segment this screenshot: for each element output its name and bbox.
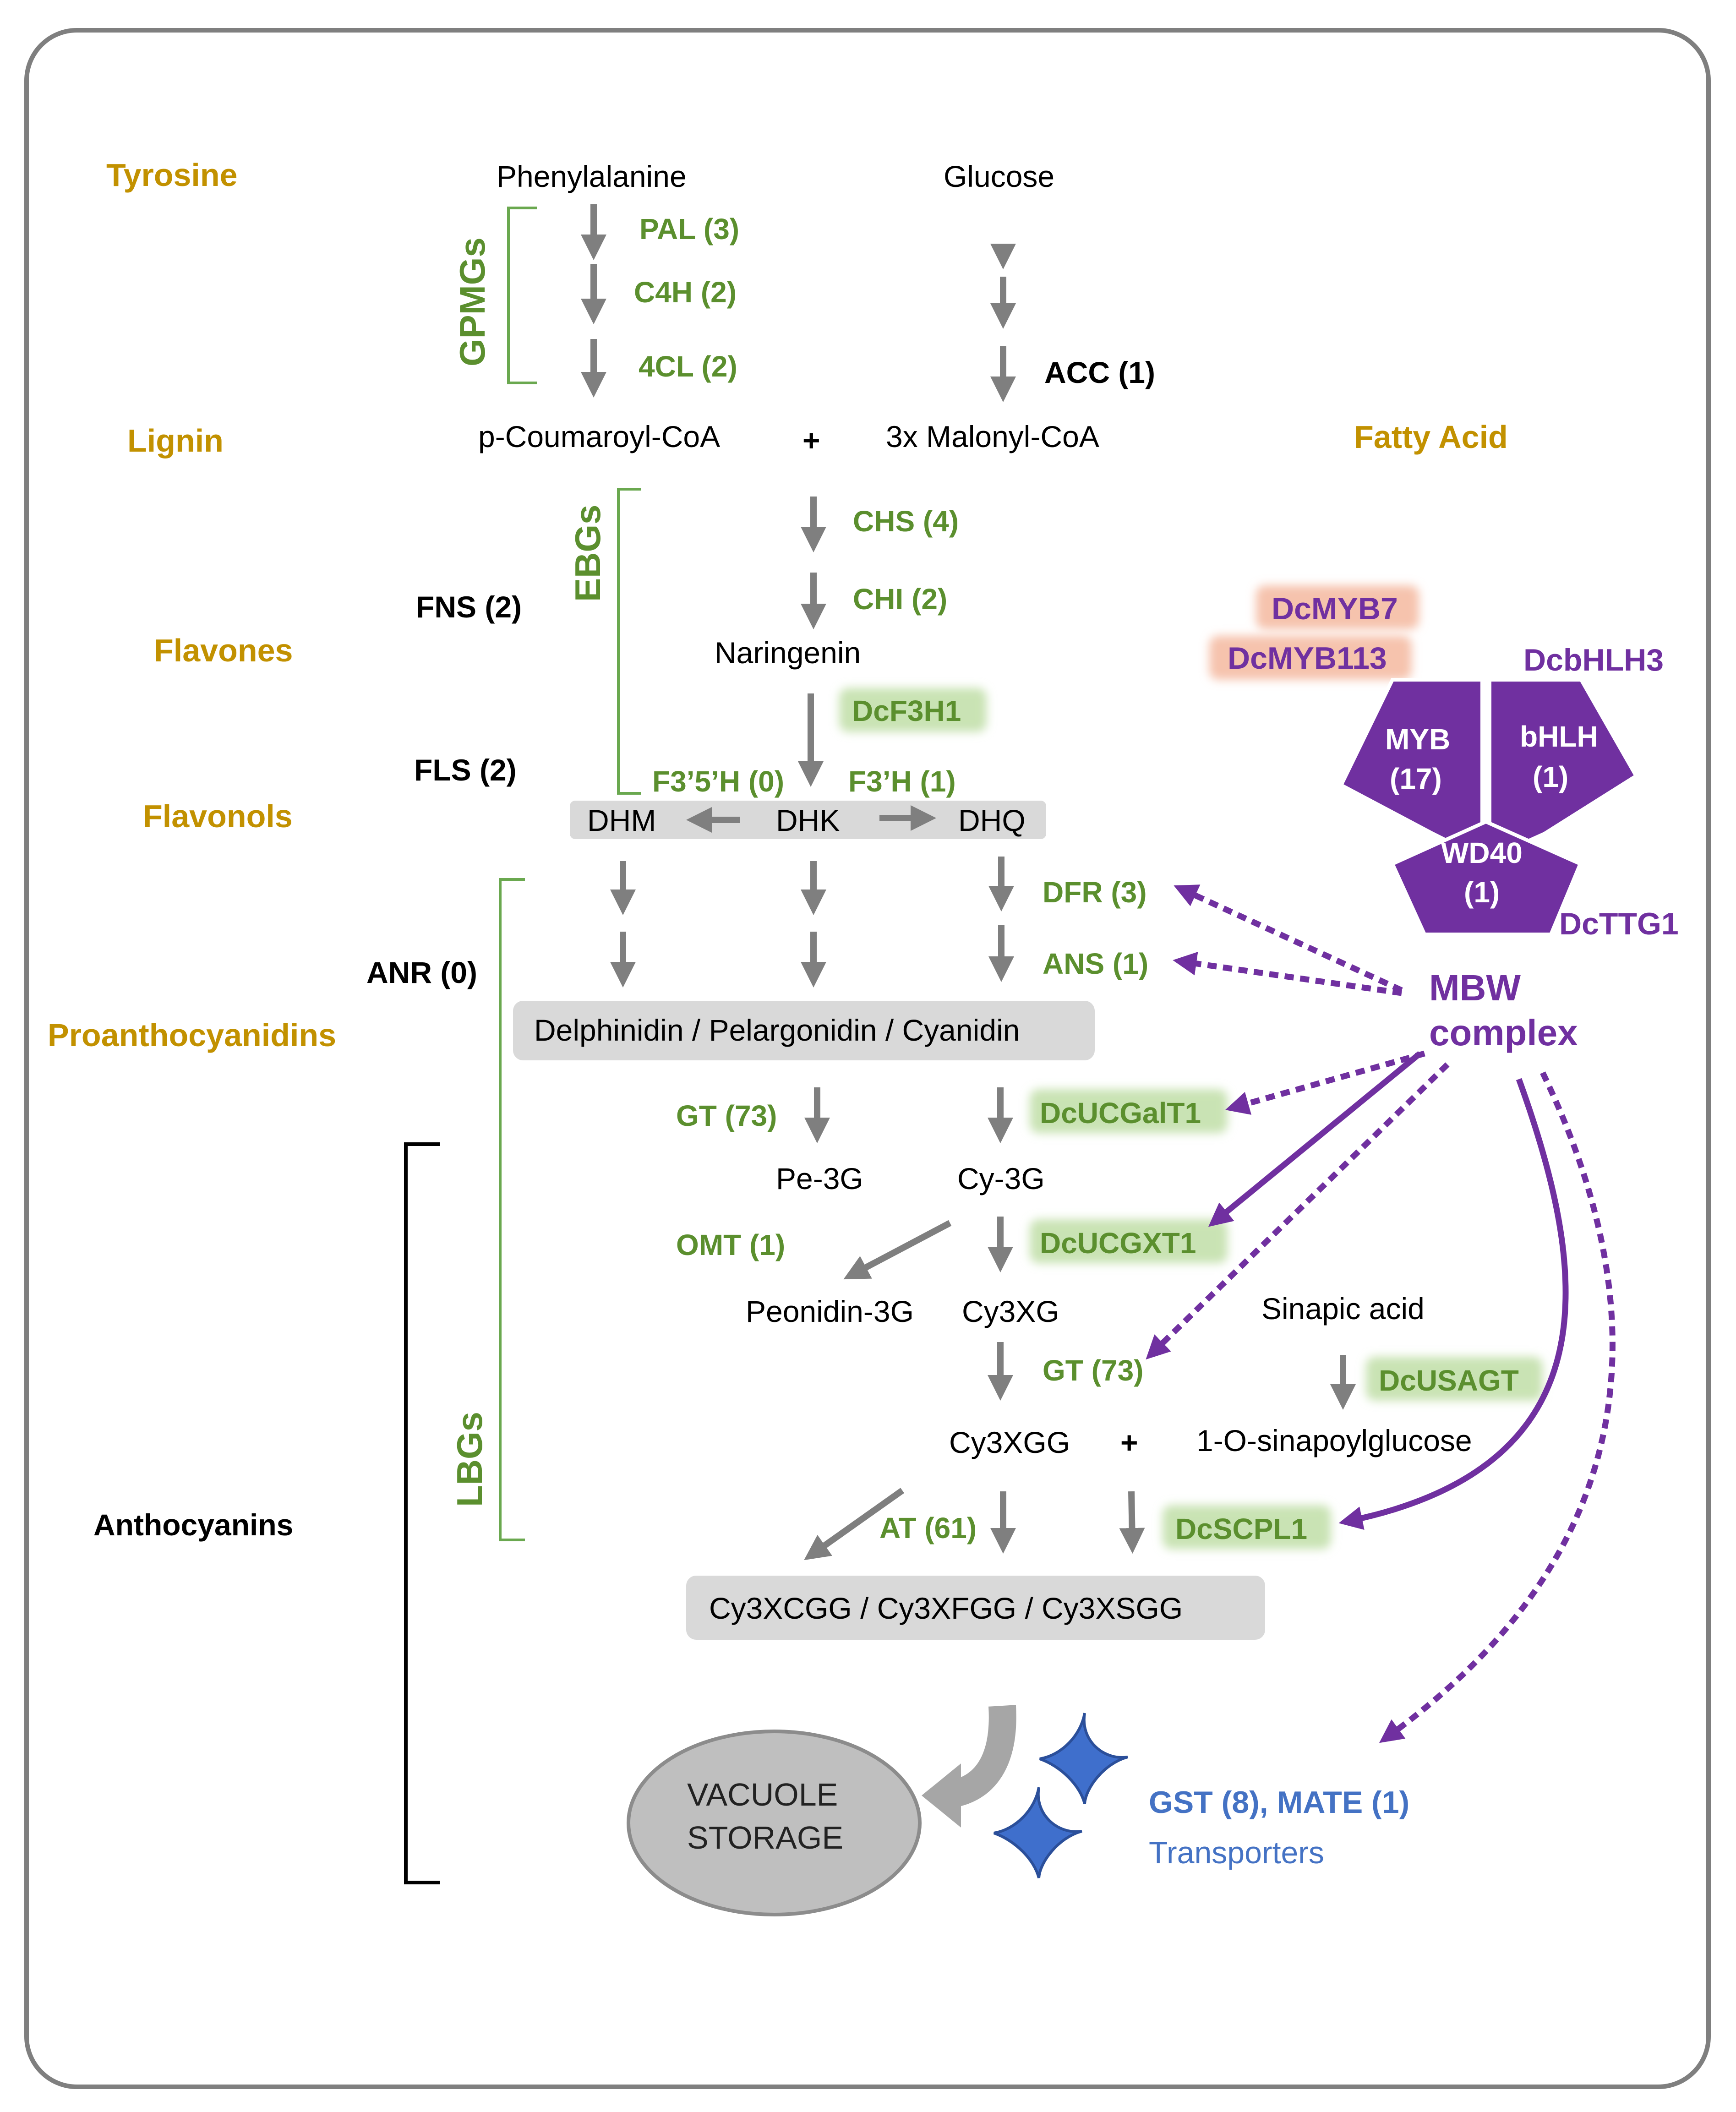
wd40-label: WD40 [1441, 836, 1523, 869]
enzyme-pal: PAL (3) [639, 213, 739, 246]
compound-cy-3g: Cy-3G [957, 1162, 1045, 1195]
compound-phenylalanine: Phenylalanine [497, 159, 687, 193]
side-label-lignin: Lignin [127, 423, 224, 458]
compound-final-products: Cy3XCGG / Cy3XFGG / Cy3XSGG [709, 1591, 1183, 1625]
bhlh-label: bHLH [1520, 720, 1598, 753]
compound-peonidin-3g: Peonidin-3G [746, 1294, 914, 1328]
mbw-label-line2: complex [1429, 1012, 1578, 1053]
enzyme-dfr: DFR (3) [1043, 876, 1147, 909]
enzyme-chs: CHS (4) [853, 505, 959, 538]
vacuole-label-line2: STORAGE [687, 1820, 843, 1856]
compound-dhk: DHK [776, 803, 840, 837]
myb-label: MYB [1385, 723, 1450, 756]
enzyme-gt-1: GT (73) [676, 1099, 777, 1132]
side-label-flavonols: Flavonols [143, 798, 293, 834]
compound-malonyl-coa: 3x Malonyl-CoA [886, 420, 1099, 453]
enzyme-omt: OMT (1) [676, 1228, 785, 1261]
vacuole-label-line1: VACUOLE [687, 1777, 838, 1812]
mbw-label-line1: MBW [1429, 967, 1521, 1008]
vacuole-arrow-head [922, 1763, 961, 1828]
regulator-dcmyb7: DcMYB7 [1272, 591, 1398, 626]
enzyme-anr: ANR (0) [366, 955, 477, 989]
myb-count: (17) [1390, 762, 1442, 795]
compound-pe-3g: Pe-3G [776, 1162, 863, 1195]
enzyme-ans: ANS (1) [1043, 947, 1148, 980]
enzyme-chi: CHI (2) [853, 583, 947, 616]
gene-group-ebgs: EBGs [568, 505, 608, 602]
gene-group-lbgs: LBGs [449, 1412, 490, 1507]
transporter-genes: GST (8), MATE (1) [1149, 1785, 1409, 1820]
anthocyanin-bracket [404, 1142, 440, 1884]
side-label-anthocyanins: Anthocyanins [93, 1508, 293, 1542]
enzyme-dcf3h1: DcF3H1 [852, 694, 961, 727]
regulator-dcmyb113: DcMYB113 [1228, 641, 1387, 676]
bhlh-count: (1) [1533, 760, 1568, 793]
enzyme-at: AT (61) [879, 1512, 977, 1544]
enzyme-fns: FNS (2) [416, 590, 522, 624]
compound-sinapoylglucose: 1-O-sinapoylglucose [1196, 1424, 1472, 1457]
side-label-flavones: Flavones [154, 633, 293, 668]
enzyme-acc: ACC (1) [1044, 355, 1155, 389]
anthocyanidin-box [513, 1001, 1095, 1060]
compound-anthocyanidins: Delphinidin / Pelargonidin / Cyanidin [534, 1013, 1020, 1047]
pathway-arrows [581, 204, 1356, 1561]
transporter-label: Transporters [1149, 1835, 1324, 1870]
compound-dhq: DHQ [958, 803, 1026, 837]
enzyme-dcucgalt1: DcUCGalT1 [1040, 1097, 1201, 1130]
enzyme-gt-2: GT (73) [1043, 1354, 1143, 1387]
regulator-dcttg1: DcTTG1 [1559, 906, 1679, 941]
compound-cy3xg: Cy3XG [962, 1294, 1059, 1328]
enzyme-fls: FLS (2) [414, 753, 517, 787]
gene-group-gpmgs: GPMGs [452, 237, 492, 366]
final-products-box [686, 1576, 1265, 1640]
ebgs-bracket [617, 488, 641, 795]
enzyme-dcscpl1: DcSCPL1 [1175, 1512, 1307, 1545]
compound-cy3xgg: Cy3XGG [949, 1425, 1070, 1459]
compound-naringenin: Naringenin [715, 636, 861, 670]
enzyme-f35h: F3’5’H (0) [652, 765, 784, 798]
compound-plus-1: + [802, 423, 820, 457]
side-label-proanthocyanidins: Proanthocyanidins [48, 1017, 336, 1053]
regulator-dcbhlh3: DcbHLH3 [1523, 643, 1664, 677]
mbw-complex-icon [1338, 678, 1639, 936]
compound-sinapic-acid: Sinapic acid [1261, 1292, 1425, 1326]
compound-glucose: Glucose [944, 159, 1054, 193]
enzyme-dcucgxt1: DcUCGXT1 [1040, 1227, 1196, 1260]
gpmgs-bracket [507, 207, 537, 384]
enzyme-dcusagt: DcUSAGT [1379, 1364, 1519, 1397]
enzyme-f3h: F3’H (1) [848, 765, 956, 798]
enzyme-4cl: 4CL (2) [639, 350, 737, 383]
transporter-star-icon-2 [994, 1787, 1082, 1878]
compound-dhm: DHM [587, 803, 656, 837]
compound-plus-2: + [1120, 1425, 1138, 1459]
compound-p-coumaroyl-coa: p-Coumaroyl-CoA [478, 420, 720, 453]
enzyme-highlights [839, 585, 1543, 1549]
lbgs-bracket [499, 878, 525, 1541]
wd40-pentagon [1390, 819, 1583, 936]
regulation-arrows [1146, 884, 1616, 1743]
side-label-fatty-acid: Fatty Acid [1354, 419, 1508, 455]
enzyme-c4h: C4H (2) [634, 276, 737, 309]
side-label-tyrosine: Tyrosine [106, 157, 238, 193]
vacuole [627, 1730, 922, 1916]
transporter-star-icon-1 [1039, 1713, 1128, 1804]
wd40-count: (1) [1464, 876, 1500, 909]
